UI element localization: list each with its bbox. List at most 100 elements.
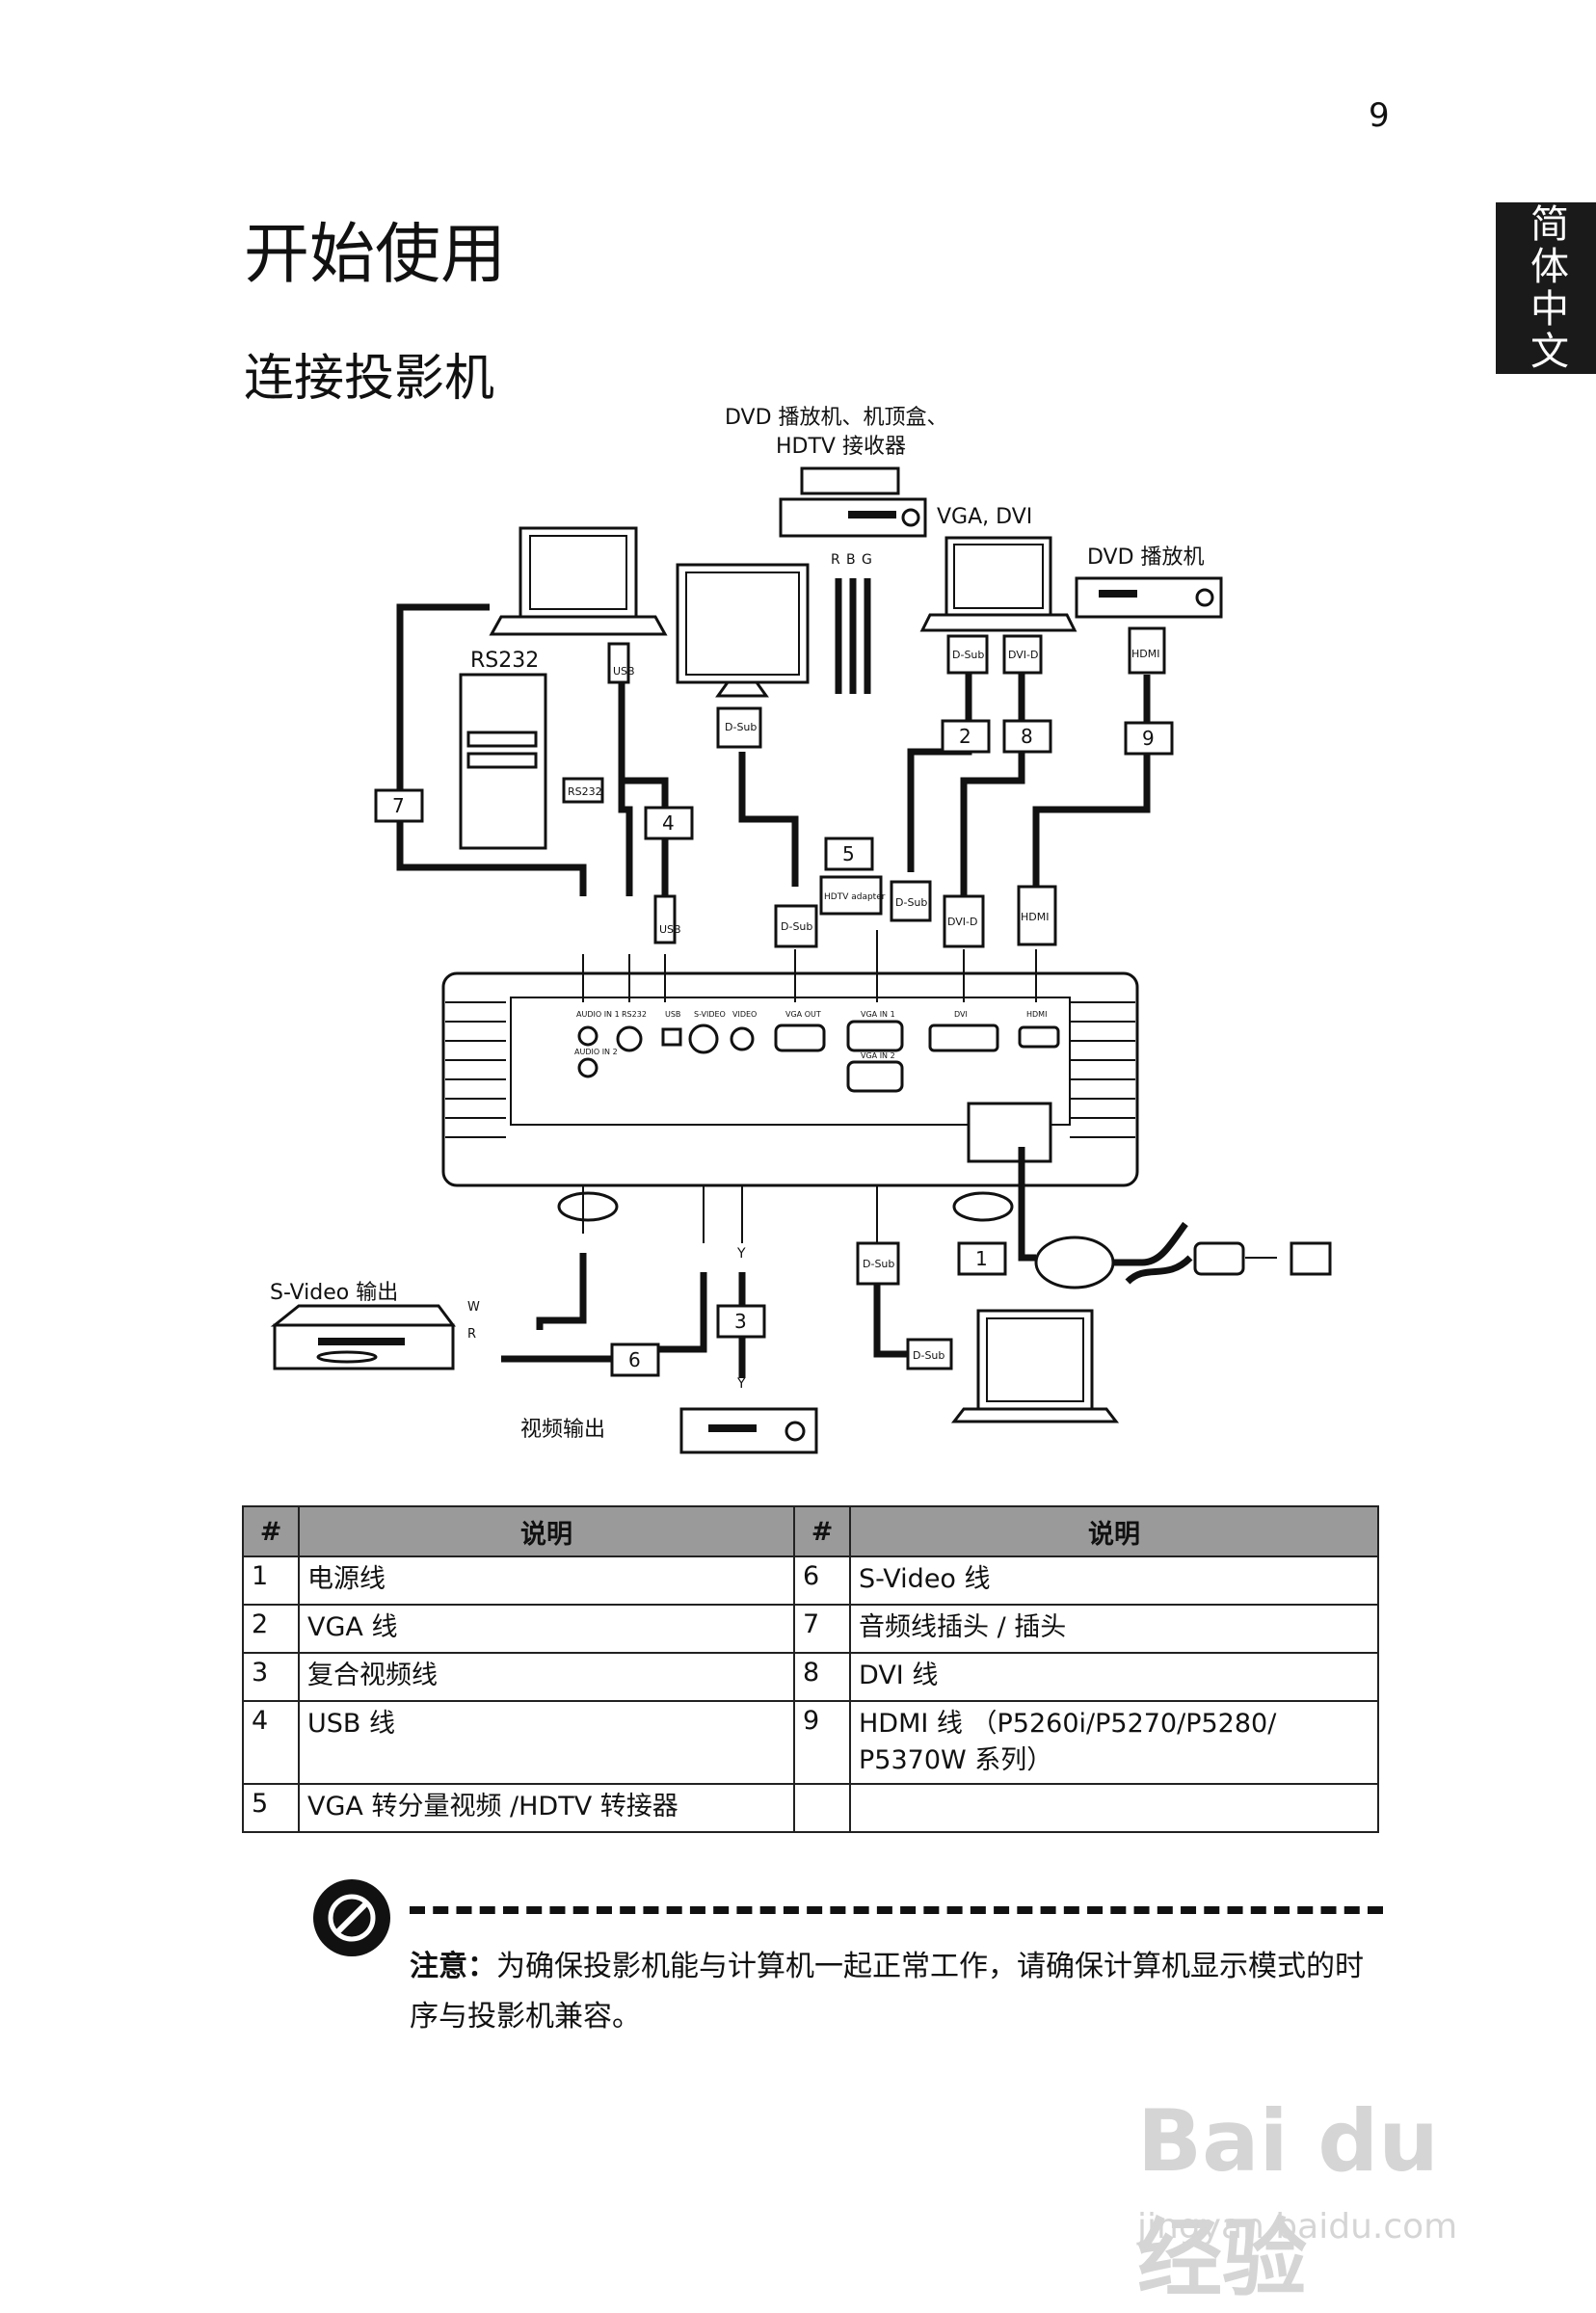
note-body: 为确保投影机能与计算机一起正常工作，请确保计算机显示模式的时序与投影机兼容。 (410, 1950, 1364, 2034)
legend-desc: HDMI 线 （P5260i/P5270/P5280/ P5370W 系列） (849, 1700, 1379, 1785)
vga-dvi-label: VGA, DVI (937, 505, 1032, 529)
callout-5: 5 (842, 842, 855, 865)
note-divider (410, 1906, 1383, 1914)
dvd-stb-hdtv-label-1: DVD 播放机、机顶盒、 (725, 406, 948, 430)
callout-9: 9 (1142, 727, 1155, 750)
dvi-cable (960, 665, 1025, 896)
video-port (730, 1026, 755, 1051)
table-row: 2 VGA 线 7 音频线插头 / 插头 (242, 1604, 1379, 1654)
legend-num: 6 (793, 1555, 851, 1606)
legend-desc: VGA 转分量视频 /HDTV 转接器 (298, 1783, 795, 1833)
port-label: HDMI (1026, 1010, 1047, 1019)
legend-desc: DVI 线 (849, 1652, 1379, 1702)
svideo-source-device (270, 1304, 456, 1370)
legend-desc (849, 1783, 1379, 1833)
port-label: USB (665, 1010, 680, 1019)
callout-8: 8 (1021, 725, 1033, 748)
watermark-brand: Bai du 经验 (1137, 2091, 1439, 2308)
connection-diagram: .dev { fill: #fff; stroke: #111; stroke-… (270, 406, 1332, 1454)
watermark: Bai du 经验 jingyan.baidu.com (1137, 2034, 1523, 2308)
callout-4: 4 (662, 811, 675, 835)
usb-cable (622, 777, 669, 896)
svideo-port (688, 1024, 719, 1054)
note-paragraph: 注意：为确保投影机能与计算机一起正常工作，请确保计算机显示模式的时序与投影机兼容… (410, 1942, 1383, 2042)
rs232-label: RS232 (470, 649, 539, 673)
connector-rs232: RS232 (568, 785, 602, 798)
connector-w: W (467, 1300, 480, 1315)
rs232-port (616, 1025, 643, 1052)
desktop-tower (459, 673, 547, 850)
connector-dsub-laptop: D-Sub (952, 649, 984, 661)
legend-header-row: # 说明 # 说明 (242, 1505, 1379, 1557)
port-label: RS232 (622, 1010, 647, 1019)
legend-desc: VGA 线 (298, 1604, 795, 1654)
connector-g: G (862, 552, 872, 568)
legend-num: 3 (242, 1652, 300, 1702)
vga-in-1-port (846, 1020, 904, 1052)
rs232-cable (618, 670, 633, 896)
legend-num: 2 (242, 1604, 300, 1654)
legend-num: 4 (242, 1700, 300, 1785)
connector-dsub-monitor: D-Sub (725, 721, 757, 733)
cable-legend-table: # 说明 # 说明 1 电源线 6 S-Video 线 2 VGA 线 7 音频… (242, 1505, 1379, 1833)
vga-monitor-cable (738, 752, 799, 887)
language-tab-label: 简体中文 (1524, 203, 1568, 373)
hdmi-cable (1032, 675, 1151, 896)
page-number: 9 (1369, 96, 1390, 135)
legend-num: 5 (242, 1783, 300, 1833)
dvd-player (1075, 576, 1223, 619)
port-label: VGA IN 2 (861, 1051, 895, 1060)
audio-cable (396, 603, 587, 896)
legend-desc: 复合视频线 (298, 1652, 795, 1702)
legend-header-num: # (242, 1505, 300, 1557)
vga-in-2-port (846, 1060, 904, 1093)
table-row: 3 复合视频线 8 DVI 线 (242, 1652, 1379, 1702)
laptop-vga-dvi (919, 536, 1077, 632)
callout-3: 3 (734, 1310, 747, 1333)
connector-dvi-d: DVI-D (1008, 649, 1039, 661)
section-title: 连接投影机 (244, 350, 495, 408)
dvd-player-label: DVD 播放机 (1087, 545, 1205, 570)
legend-header-num: # (793, 1505, 851, 1557)
port-label: VGA IN 1 (861, 1010, 895, 1019)
connector-usb-bottom: USB (659, 923, 681, 936)
dvd-stb-hdtv (779, 466, 927, 538)
legend-desc: 电源线 (298, 1555, 795, 1606)
connector-y-lower: Y (736, 1376, 746, 1392)
page-title: 开始使用 (244, 217, 507, 293)
legend-num: 8 (793, 1652, 851, 1702)
connector-y: Y (736, 1246, 746, 1262)
legend-num: 9 (793, 1700, 851, 1785)
connector-dsub-lower-laptop: D-Sub (913, 1349, 944, 1362)
port-label: S-VIDEO (694, 1010, 726, 1019)
wall-outlet-icon (1290, 1241, 1332, 1276)
usb-port (661, 1027, 682, 1047)
connector-dsub-lower: D-Sub (863, 1258, 894, 1270)
legend-header-desc: 说明 (849, 1505, 1379, 1557)
laptop-audio-usb (489, 526, 668, 636)
port-label: VIDEO (732, 1010, 757, 1019)
svideo-out-label: S-Video 输出 (270, 1281, 398, 1305)
audio-in-1-port (577, 1025, 598, 1047)
connector-r-lower: R (467, 1327, 476, 1342)
legend-num: 7 (793, 1604, 851, 1654)
connector-dvi-d-bottom: DVI-D (947, 916, 978, 928)
port-label: AUDIO IN 1 (576, 1010, 620, 1019)
vga-out-port (774, 1024, 826, 1052)
connector-r: R (831, 552, 840, 568)
legend-num: 1 (242, 1555, 300, 1606)
vga-laptop-cable (907, 665, 972, 872)
table-row: 4 USB 线 9 HDMI 线 （P5260i/P5270/P5280/ P5… (242, 1700, 1379, 1785)
legend-header-desc: 说明 (298, 1505, 795, 1557)
connector-dsub-bottom-left: D-Sub (781, 920, 812, 933)
connector-dsub-adapter: D-Sub (895, 896, 927, 909)
port-label: AUDIO IN 2 (574, 1048, 618, 1056)
legend-desc: USB 线 (298, 1700, 795, 1785)
language-tab: 简体中文 (1496, 202, 1596, 374)
callout-7: 7 (392, 794, 405, 817)
callout-2: 2 (959, 725, 971, 748)
watermark-url: jingyan.baidu.com (1137, 2207, 1458, 2247)
legend-desc: S-Video 线 (849, 1555, 1379, 1606)
connector-hdtv-adapter: HDTV adapter (824, 892, 886, 902)
table-row: 1 电源线 6 S-Video 线 (242, 1555, 1379, 1606)
